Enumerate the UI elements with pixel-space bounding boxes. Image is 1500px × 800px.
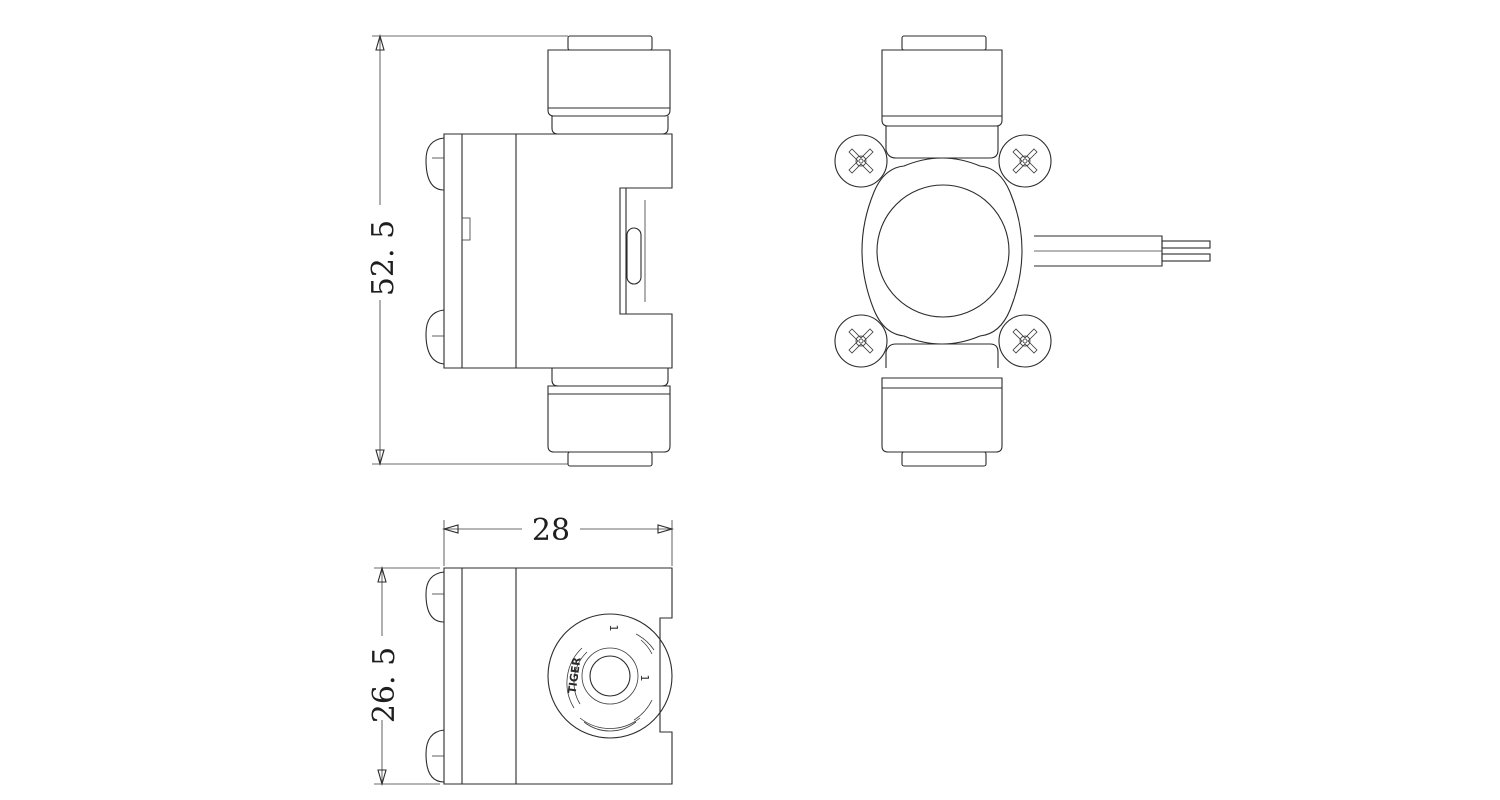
front-view	[834, 35, 1211, 467]
depth-dimension-label: 26. 5	[367, 647, 402, 723]
flow-arrow-mark: 1	[607, 625, 620, 632]
bore-circle	[876, 184, 1010, 318]
height-dimension: 52. 5	[366, 33, 568, 467]
depth-dimension: 26. 5	[367, 565, 440, 787]
width-dimension-label: 28	[532, 513, 570, 548]
cable	[1034, 235, 1211, 267]
sensor-cap: TIGER 1 1	[547, 613, 673, 739]
height-dimension-label: 52. 5	[366, 220, 401, 296]
screw-top-right	[998, 134, 1052, 188]
width-dimension: 28	[441, 513, 675, 566]
top-connector	[547, 35, 671, 135]
brand-logo-text: TIGER	[566, 656, 584, 695]
bottom-view: TIGER 1 1	[425, 567, 673, 785]
screw-top-left	[834, 134, 888, 188]
main-body	[425, 133, 673, 369]
side-view	[425, 35, 673, 467]
screw-bottom-left	[834, 314, 888, 368]
bottom-connector	[547, 368, 671, 467]
screw-bottom-right	[998, 314, 1052, 368]
secondary-mark: 1	[638, 675, 651, 682]
